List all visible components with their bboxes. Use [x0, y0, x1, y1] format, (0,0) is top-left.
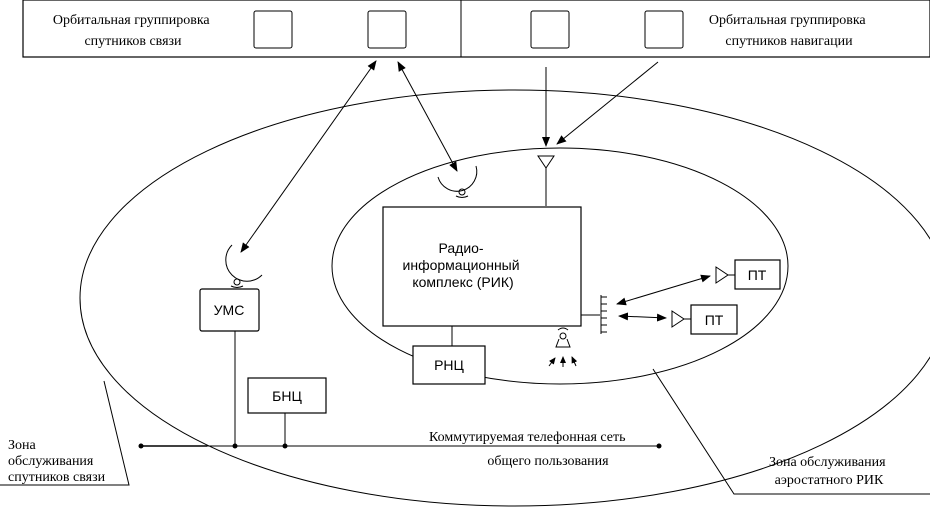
- pt1-label: ПТ: [748, 267, 767, 283]
- ums-dish-icon: [225, 244, 263, 288]
- antenna-array-icon: [600, 295, 607, 334]
- nav-satellite-2[interactable]: [644, 10, 684, 49]
- pt2-antenna-icon: [671, 310, 691, 328]
- network-node: [656, 443, 662, 449]
- ums-label: УМС: [214, 302, 245, 318]
- nav-satellite-1[interactable]: [530, 10, 570, 49]
- rnc-block[interactable]: [412, 345, 486, 385]
- pt2-label: ПТ: [705, 312, 724, 328]
- nav-antenna-icon: [537, 155, 555, 206]
- bnc-label: БНЦ: [272, 388, 302, 404]
- rik-block[interactable]: [382, 206, 582, 327]
- pt2-block[interactable]: [690, 304, 738, 335]
- ums-satellite-link: [240, 60, 377, 253]
- pt1-link: [616, 274, 711, 306]
- network-label: Коммутируемая телефонная сеть общего пол…: [429, 430, 629, 469]
- bnc-block[interactable]: [247, 377, 327, 414]
- rik-satellite-link: [397, 61, 458, 172]
- local-antenna-icon: [548, 327, 578, 367]
- satellite-zone-callout: [0, 380, 130, 486]
- pt2-link: [618, 312, 667, 322]
- ums-block[interactable]: [199, 288, 260, 332]
- aerostat-zone-label: Зона обслуживания аэростатного РИК: [769, 455, 889, 488]
- orbital-bar-frame: [22, 0, 930, 58]
- aerostat-zone-ellipse: [331, 147, 789, 385]
- network-node: [138, 443, 144, 449]
- comm-group-label: Орбитальная группировка спутников связи: [53, 13, 213, 49]
- rnc-label: РНЦ: [434, 357, 464, 373]
- satellite-zone-ellipse: [79, 89, 930, 507]
- satellite-zone-label: Зона обслуживания спутников связи: [8, 438, 106, 485]
- comm-satellite-2[interactable]: [367, 10, 407, 49]
- pt1-block[interactable]: [734, 259, 781, 290]
- orbital-bar: Орбитальная группировка спутников связи …: [22, 0, 930, 58]
- network-node: [232, 443, 238, 449]
- pt1-antenna-icon: [715, 266, 735, 284]
- rik-dish-icon: [437, 165, 478, 198]
- comm-satellite-1[interactable]: [253, 10, 293, 49]
- network-node: [282, 443, 288, 449]
- nav-group-label: Орбитальная группировка спутников навига…: [709, 13, 869, 49]
- rik-label: Радио- информационный комплекс (РИК): [403, 240, 524, 290]
- aerostat-zone-callout: [652, 368, 930, 495]
- nav-signal-2: [556, 61, 659, 145]
